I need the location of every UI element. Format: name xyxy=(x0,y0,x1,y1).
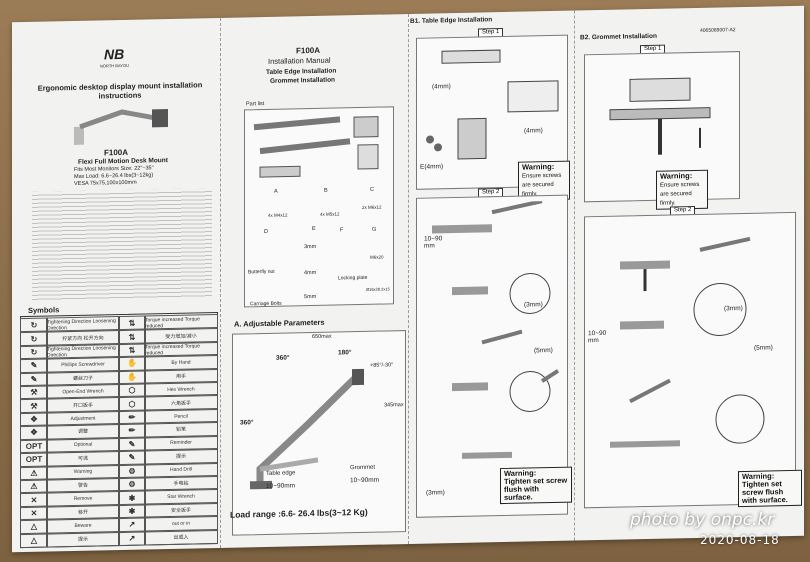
hex-size-4mm: 4mm xyxy=(304,269,317,277)
b2-step1-drawing xyxy=(609,77,711,155)
table-edge-title: Table Edge Installation xyxy=(266,67,337,76)
arm-adjust-drawing xyxy=(250,368,364,490)
hex-size-5mm: 5mm xyxy=(304,293,317,301)
b2-warning-2-text: Tighten set screw flush with surface. xyxy=(742,479,788,506)
model-name: F100A xyxy=(104,147,129,158)
grommet-title: Grommet Installation xyxy=(270,76,336,85)
arrow-icon: ↗ xyxy=(118,530,146,547)
part-note-bolts: Carriage Bolts xyxy=(250,300,282,308)
b1-warning-2-text: Tighten set screw flush with surface. xyxy=(504,475,568,502)
manual-model: F100A xyxy=(296,45,321,56)
watermark-date: 2020-08-18 xyxy=(700,533,780,547)
part-label-g: G xyxy=(372,226,377,233)
rot-360-top: 360° xyxy=(276,354,290,362)
b2-warning-1: Warning: Ensure screws are secured firml… xyxy=(656,169,708,210)
b2-heading: B2. Grommet Installation xyxy=(580,32,657,42)
monitor-arm-illustration xyxy=(74,109,168,145)
table-edge-range: 10~90mm xyxy=(266,482,296,490)
symbol-label: 出或入 xyxy=(144,528,218,546)
brand-subtitle: NORTH BAYOU xyxy=(100,62,129,69)
grommet-label: Grommet xyxy=(350,464,376,472)
b1-step2-drawing xyxy=(432,200,560,459)
part-label-e: E xyxy=(312,225,316,233)
panel-table-edge: B1. Table Edge Installation Step 1 (4mm)… xyxy=(408,10,575,545)
watermark-text: photo by onpc.kr xyxy=(630,510,775,530)
adjust-title: A. Adjustable Parameters xyxy=(234,317,325,329)
part-note-c: 2x M6x12 xyxy=(362,204,382,210)
part-note-b: 4x M4x12 xyxy=(268,212,288,218)
b1-e-3mm: (3mm) xyxy=(426,489,445,497)
part-note-d: Butterfly nut xyxy=(248,268,275,276)
panel-parts: F100A Installation Manual Table Edge Ins… xyxy=(220,13,409,548)
rot-180: 180° xyxy=(338,349,352,357)
grommet-range: 10~90mm xyxy=(350,476,380,485)
b2-code: 4065089007-A2 xyxy=(700,27,736,34)
table-edge-label: Table edge xyxy=(266,470,296,477)
b1-heading: B1. Table Edge Installation xyxy=(410,16,493,25)
b1-warning-1-text: Ensure screws are secured firmly. xyxy=(522,172,562,198)
part-label-f: F xyxy=(340,227,344,234)
panel-grommet: B2. Grommet Installation 4065089007-A2 S… xyxy=(574,6,804,541)
part-label-b: B xyxy=(324,187,328,194)
b2-5mm: (5mm) xyxy=(754,344,773,352)
part-note-f: Locking plate xyxy=(338,274,368,282)
dim-width: 650max xyxy=(312,333,332,341)
b1-e-4mm-3: E(4mm) xyxy=(420,163,444,171)
vesa-spec: VESA 75x75,100x100mm xyxy=(74,179,137,187)
model-subtitle: Flexi Full Motion Desk Mount xyxy=(78,157,168,166)
part-label-d: D xyxy=(264,228,268,236)
part-label-a: A xyxy=(274,188,278,195)
part-label-c: C xyxy=(370,186,374,193)
max-load-spec: Max Load: 6.6~26.4 lbs(3~12kg) xyxy=(74,172,154,180)
b2-warning-1-title: Warning: xyxy=(660,171,693,181)
part-note-g: M6x20 xyxy=(370,254,384,260)
arm-parts-drawing xyxy=(253,116,379,178)
b2-warning-2: Warning: Tighten set screw flush with su… xyxy=(738,469,802,508)
b2-range: 10~90 mm xyxy=(588,329,607,345)
symbols-title: Symbols xyxy=(28,305,60,315)
symbol-label: 提示 xyxy=(46,530,120,548)
hex-size-3mm: 3mm xyxy=(304,243,317,251)
brand-logo: NB xyxy=(104,45,125,63)
doc-title: Ergonomic desktop display mount installa… xyxy=(37,80,203,101)
b1-range: 10~90 mm xyxy=(424,235,443,250)
b1-e-4mm-1: (4mm) xyxy=(432,83,451,91)
b2-warning-1-text: Ensure screws are secured firmly. xyxy=(660,181,700,207)
beware-icon: △ xyxy=(20,532,48,549)
instruction-sheet: NB NORTH BAYOU Ergonomic desktop display… xyxy=(12,5,804,553)
b1-3mm: (3mm) xyxy=(524,301,543,309)
b1-step1-drawing xyxy=(426,49,559,160)
manual-title: Installation Manual xyxy=(268,55,331,66)
b1-e-4mm-2: (4mm) xyxy=(524,127,543,135)
safety-text-block xyxy=(32,188,212,302)
part-note-b2: 4x M5x12 xyxy=(320,211,340,217)
b2-3mm: (3mm) xyxy=(724,304,743,313)
b2-step2-drawing xyxy=(610,236,765,448)
b1-5mm: (5mm) xyxy=(534,346,553,355)
b1-warning-1-title: Warning: xyxy=(522,161,555,172)
dim-height: 345max xyxy=(384,402,404,409)
panel-overview: NB NORTH BAYOU Ergonomic desktop display… xyxy=(12,17,221,553)
part-list-label: Part list xyxy=(246,101,265,108)
part-note-g2: Ø16x28.2x15 xyxy=(366,286,390,292)
b1-warning-2: Warning: Tighten set screw flush with su… xyxy=(500,466,572,505)
